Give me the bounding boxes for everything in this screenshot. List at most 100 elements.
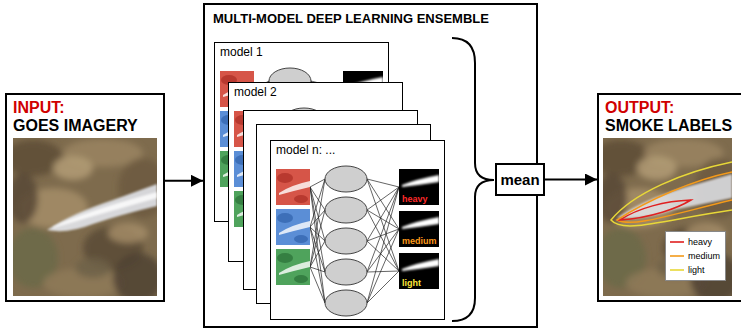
network-links [310,179,399,303]
flow-arrow [545,179,597,181]
channel-texture [294,275,308,283]
box-title: MULTI-MODEL DEEP LEARNING ENSEMBLE [213,11,489,27]
channel-tile [276,249,310,285]
mask-tile [399,211,439,247]
mask-label: light [402,278,421,288]
network-link [367,271,399,303]
legend-box: heavymediumlight [665,231,726,281]
mask-label-holder: light [402,278,421,288]
panel-tag: OUTPUT: [605,99,674,117]
mask-streak [402,217,439,229]
neuron [325,259,367,285]
satellite-image [13,138,157,296]
network-link [310,267,325,303]
card-title: model n: ... [276,143,335,157]
mask-label: medium [402,236,437,246]
channel-tile [276,209,310,245]
network-link [310,187,325,303]
network-link [367,271,399,272]
network-link [367,229,399,303]
mask-tile [399,253,439,289]
terrain-patches [603,139,732,296]
mask-streak [402,175,439,187]
legend-text: light [688,263,705,277]
network-link [310,241,325,267]
output-mask [399,253,439,289]
smoke-contour [617,172,732,222]
terrain-patch [13,173,38,223]
smoke-core [53,192,157,228]
model-card: model n: ... heavy medium light [270,140,445,320]
channel-texture [277,213,293,223]
channel-image [276,169,310,205]
legend-line [670,269,684,271]
output-panel: OUTPUT:SMOKE LABELS heavymediumlight [597,93,741,302]
network-link [367,187,399,210]
panel-title: GOES IMAGERY [13,117,138,135]
curly-brace [452,38,494,321]
smoke-contour [611,162,732,226]
legend-line-sample [670,239,684,245]
network-link [310,267,325,272]
mean-box: mean [495,163,545,196]
network-link [367,179,399,271]
flow-arrow [165,180,203,182]
network-link [367,187,399,303]
mask-label: heavy [402,194,428,204]
channel-tile [276,169,310,205]
legend-text: heavy [688,235,712,249]
terrain-patch [75,258,111,278]
legend-row: light [670,263,720,277]
smoke-streak [279,261,310,275]
legend-line-sample [670,253,684,259]
neuron [325,228,367,254]
hidden-layer [325,166,367,316]
smoke-contours [611,162,732,226]
channel-image [276,249,310,285]
panel-title: SMOKE LABELS [605,117,732,135]
terrain-patch [113,253,157,296]
mask-streak [402,259,439,271]
card-title: model 2 [234,85,277,99]
network-link [367,187,399,241]
network-link [367,179,399,187]
mask-label-holder: medium [402,236,437,246]
smoke-streak [279,221,310,235]
channel-texture [294,195,308,203]
legend-text: medium [688,249,720,263]
legend-line [670,255,684,257]
mask-tile [399,169,439,205]
panel-tag: INPUT: [13,99,65,117]
output-mask [399,211,439,247]
mask-label-holder: heavy [402,194,428,204]
operator-label: mean [500,171,539,189]
output-mask [399,169,439,205]
smoke-contour [620,200,691,220]
neuron [325,290,367,316]
channel-texture [277,253,293,263]
channel-image [276,209,310,245]
neuron [325,166,367,192]
terrain-patch [637,156,677,180]
ensemble-box: model 1 model 2 model n: ... heavy medium lig… [203,3,538,328]
neuron [325,197,367,223]
network-link [367,187,399,272]
terrain-patch [108,223,148,243]
terrain-patch [53,156,93,180]
network-link [310,210,325,267]
network-graphic [271,141,444,319]
output-masks [399,169,439,289]
network-link [310,187,325,272]
legend-row: medium [670,249,720,263]
terrain-patches [13,139,157,296]
legend-line-sample [670,267,684,273]
card-title: model 1 [220,45,263,59]
smoke-plume [47,184,157,231]
legend-line [670,241,684,243]
input-channels [276,169,310,285]
smoke-streak [279,181,310,195]
channel-texture [294,235,308,243]
channel-texture [277,173,293,183]
network-link [310,179,325,267]
